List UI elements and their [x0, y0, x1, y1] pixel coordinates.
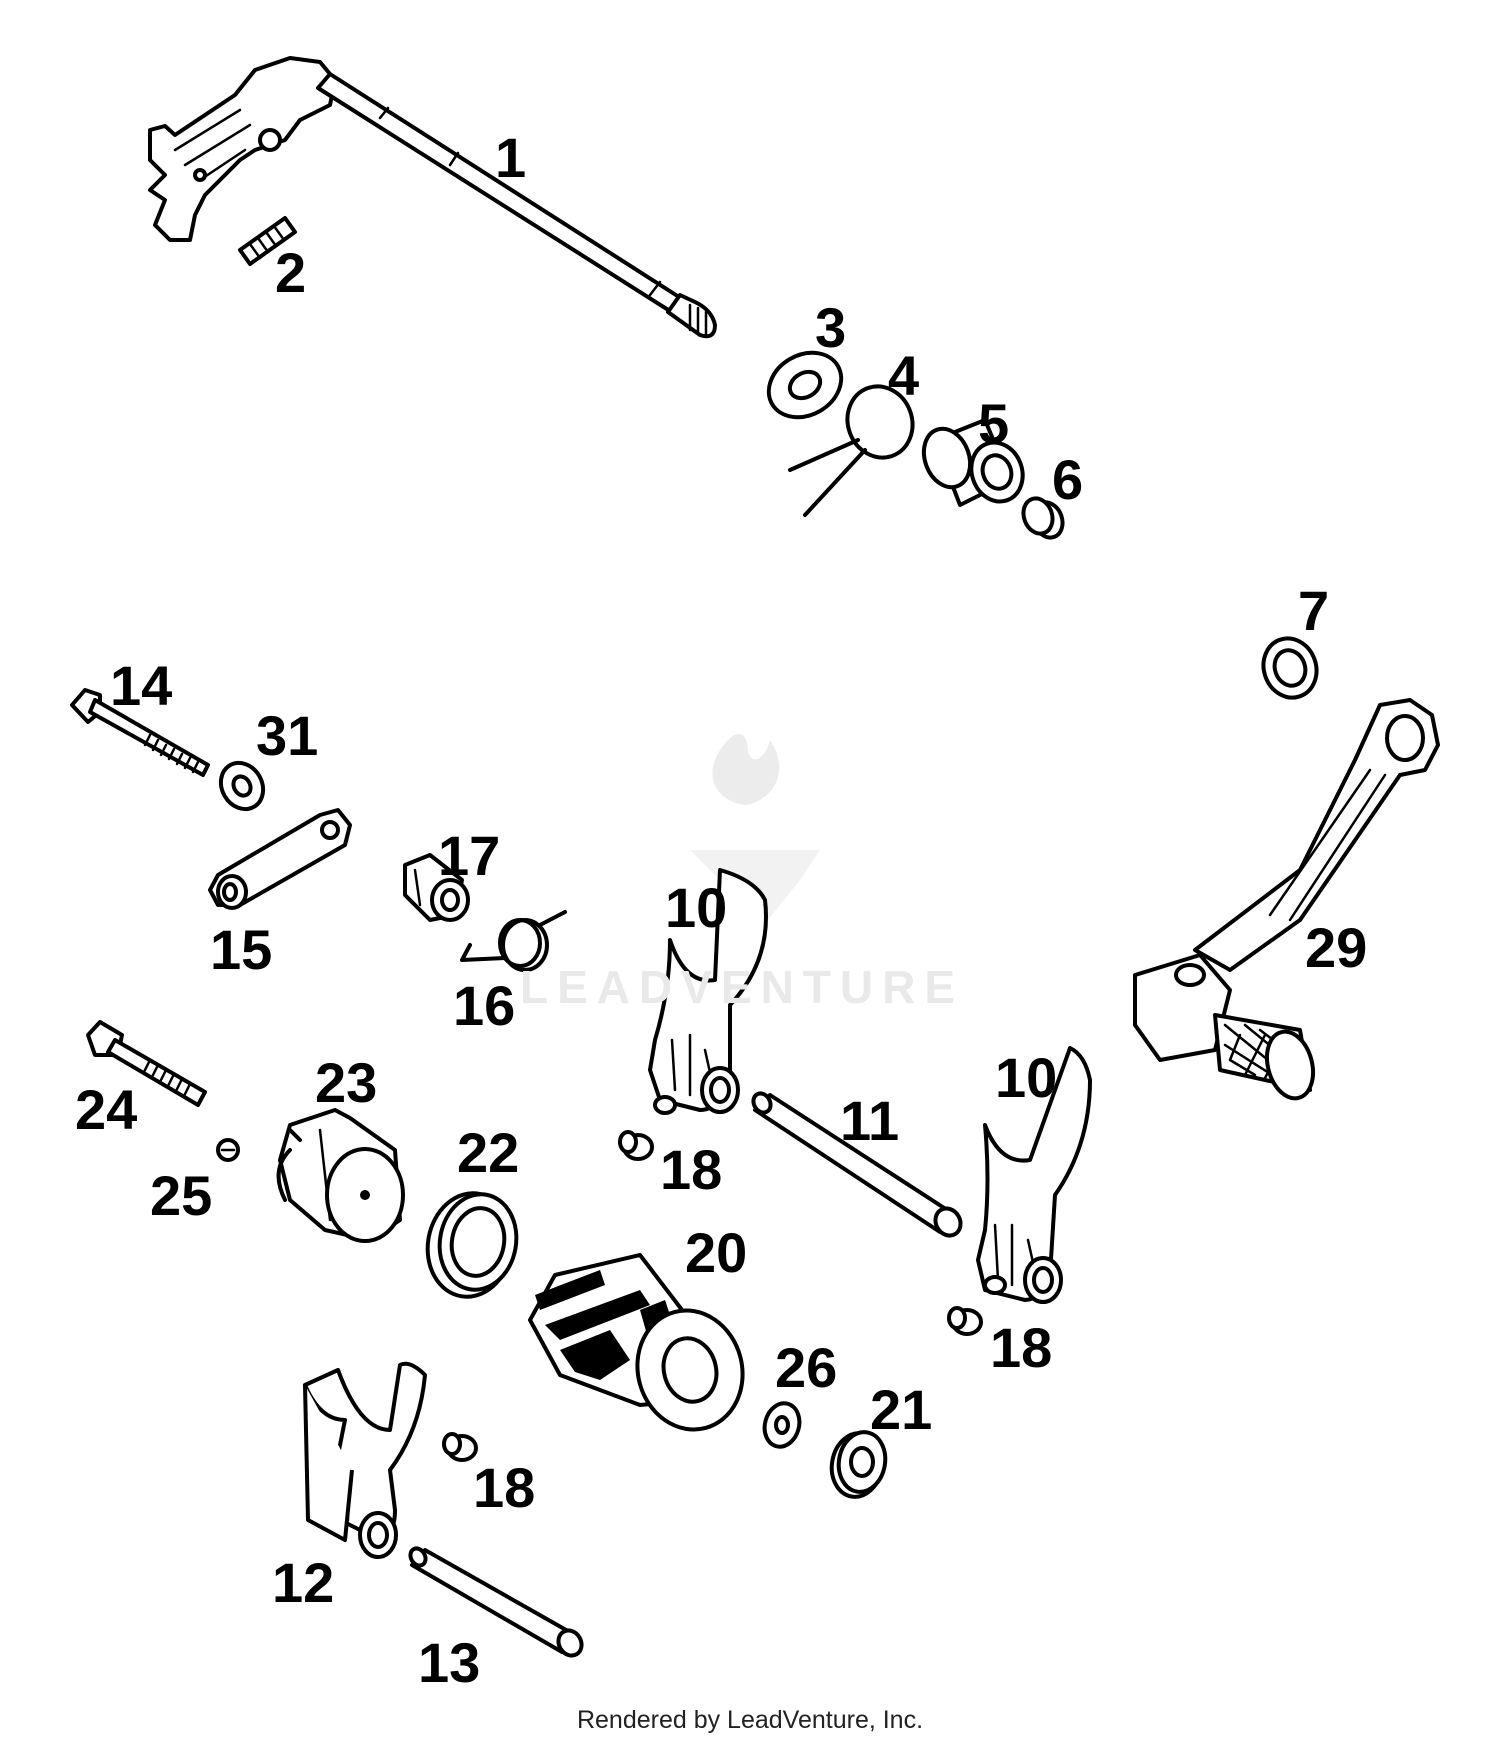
callout-20: 20 — [685, 1221, 748, 1284]
part-31-washer — [218, 760, 266, 812]
callout-22: 22 — [457, 1121, 520, 1184]
callout-24: 24 — [75, 1078, 138, 1141]
callout-25: 25 — [150, 1164, 213, 1227]
part-11-fork-shaft — [751, 1091, 963, 1238]
callout-14: 14 — [110, 654, 173, 717]
watermark-text: LEADVENTURE — [520, 961, 965, 1013]
callout-31: 31 — [256, 704, 319, 767]
part-15-lever-arm — [208, 808, 352, 910]
part-29-shift-lever — [1133, 698, 1440, 1101]
callout-29: 29 — [1305, 916, 1368, 979]
part-2-spring — [238, 216, 297, 266]
part-24-bolt — [86, 1020, 207, 1107]
part-5-bushing — [921, 418, 1025, 507]
part-20-shift-drum — [528, 1253, 745, 1432]
callout-6: 6 — [1052, 448, 1084, 511]
callout-12: 12 — [272, 1551, 335, 1614]
part-1-shift-shaft — [148, 56, 717, 339]
callout-11: 11 — [840, 1089, 900, 1152]
part-22-bearing — [425, 1191, 519, 1299]
callout-2: 2 — [275, 241, 307, 304]
part-10-shift-fork-lower — [976, 1046, 1092, 1304]
part-16-torsion-spring — [460, 910, 567, 972]
callout-1: 1 — [495, 126, 527, 189]
callout-4: 4 — [888, 344, 920, 407]
callout-15: 15 — [210, 918, 273, 981]
part-7-bushing — [1261, 636, 1319, 700]
callout-21: 21 — [870, 1378, 933, 1441]
part-4-spring-clip — [788, 384, 915, 517]
callout-3: 3 — [815, 296, 847, 359]
callout-5: 5 — [978, 392, 1010, 455]
part-21-bushing — [829, 1430, 888, 1499]
callout-10-lower: 10 — [995, 1046, 1058, 1109]
callout-16: 16 — [453, 974, 516, 1037]
part-13-fork-shaft — [408, 1546, 584, 1658]
part-12-shift-fork — [303, 1361, 427, 1559]
part-3-washer — [766, 350, 844, 420]
callout-18-b: 18 — [990, 1316, 1053, 1379]
callout-23: 23 — [315, 1051, 378, 1114]
callout-7: 7 — [1298, 579, 1330, 642]
part-17-spacer — [403, 853, 470, 922]
callout-13: 13 — [418, 1631, 481, 1694]
part-18-roller-a — [618, 1130, 654, 1161]
callout-18-a: 18 — [660, 1138, 723, 1201]
part-6-o-ring — [1021, 496, 1065, 540]
part-26-washer — [762, 1401, 802, 1449]
part-10-shift-fork-upper — [648, 868, 768, 1115]
part-18-roller-c — [442, 1432, 478, 1462]
callout-26: 26 — [775, 1336, 838, 1399]
callout-17: 17 — [438, 824, 501, 887]
part-23-shift-cam — [276, 1108, 405, 1243]
part-14-bolt — [70, 688, 210, 777]
callout-10-upper: 10 — [665, 876, 728, 939]
footer-credit: Rendered by LeadVenture, Inc. — [576, 1706, 924, 1734]
callout-18-c: 18 — [473, 1456, 536, 1519]
part-18-roller-b — [947, 1306, 983, 1336]
part-25-screw — [216, 1138, 240, 1162]
